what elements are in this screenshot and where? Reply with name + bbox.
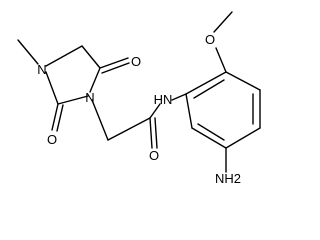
bond-camide-o-a [149, 117, 153, 149]
atom-label-nh-amide: HN [154, 92, 173, 107]
bond-ar-1-2 [185, 71, 227, 95]
bond-c4-n3 [89, 67, 101, 93]
bond-ar-inner-c [197, 123, 225, 141]
bond-camide-nh [149, 103, 161, 119]
atom-label-o-methoxy: O [205, 32, 215, 47]
bond-nh-ring [171, 93, 187, 101]
bond-c2-o-bottom-a [51, 103, 59, 131]
bond-ch2-camide [107, 117, 151, 141]
atom-label-n3: N [85, 90, 94, 105]
atom-label-o-amide: O [149, 148, 159, 163]
atom-label-nh2: NH2 [215, 171, 241, 186]
bond-ar-o-methoxy [215, 47, 227, 73]
bond-n3-c2 [57, 95, 89, 105]
bond-c2-n1 [45, 71, 59, 105]
bond-c4-o-top-b [101, 62, 130, 74]
molecule-structure: N N O O O HN O NH2 [17, 11, 261, 186]
bond-ar-4-5 [225, 127, 261, 149]
molecule-canvas: N N O O O HN O NH2 [17, 11, 261, 186]
bond-ar-5-6 [191, 127, 227, 149]
atom-label-o-top: O [131, 54, 141, 69]
bond-n1-c5 [45, 45, 83, 67]
bond-ar-6-1 [185, 93, 193, 129]
bond-c5-c4 [81, 45, 101, 69]
bond-camide-o-b [154, 117, 158, 149]
bond-c4-o-top-a [99, 57, 129, 69]
bond-c2-o-bottom-b [56, 104, 64, 132]
atom-label-n1: N [37, 62, 46, 77]
atom-label-o-bottom: O [47, 132, 57, 147]
bond-ar-inner-a [193, 79, 225, 99]
bond-n3-ch2 [91, 99, 109, 141]
bond-n1-methyl [17, 39, 39, 65]
bond-o-methyl [213, 11, 233, 33]
bond-ar-2-3 [225, 71, 261, 91]
